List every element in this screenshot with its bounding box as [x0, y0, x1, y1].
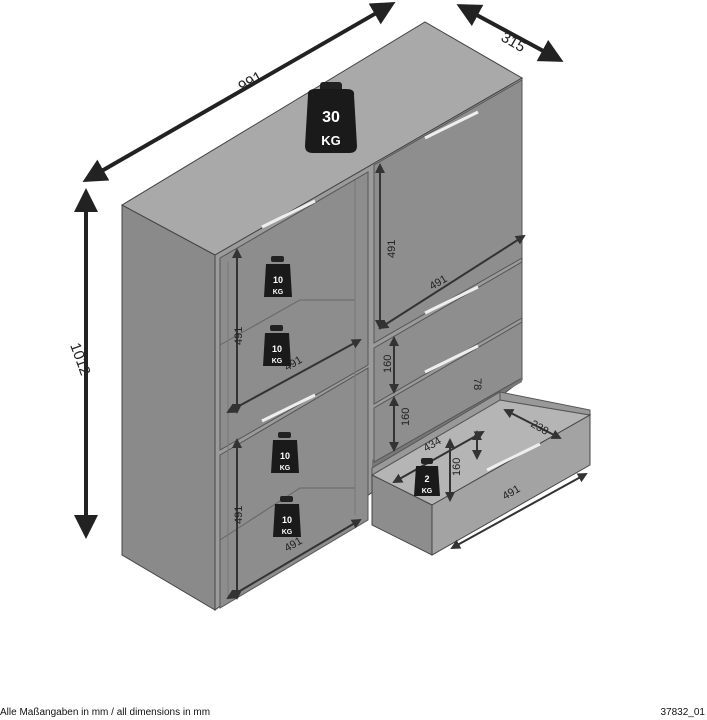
top-weight-value: 30 — [322, 109, 340, 126]
shelf-3-weight-unit: KG — [280, 465, 291, 472]
shelf-3-weight-value: 10 — [280, 451, 290, 461]
shelf-2-weight-unit: KG — [272, 358, 283, 365]
shelf-2-weight-value: 10 — [272, 344, 282, 354]
drawer-weight-value: 2 — [424, 474, 429, 484]
upper-door-height-label: 491 — [386, 240, 398, 258]
height-label: 1012 — [66, 341, 93, 378]
units-note: Alle Maßangaben in mm / all dimensions i… — [0, 707, 211, 718]
left-upper-height-label: 491 — [233, 327, 245, 345]
weight-icon-shelf-3: 10 KG — [271, 432, 299, 473]
drawing-code: 37832_01 — [660, 707, 706, 718]
drawer-weight-unit: KG — [422, 488, 433, 495]
shelf-4-weight-value: 10 — [282, 515, 292, 525]
drawer-front-height-label-b: 160 — [400, 408, 412, 426]
shelf-4-weight-unit: KG — [282, 529, 293, 536]
drawer-front-height-label-a: 160 — [382, 355, 394, 373]
weight-icon-shelf-1: 10 KG — [264, 256, 292, 297]
shelf-1-weight-unit: KG — [273, 289, 284, 296]
shelf-1-weight-value: 10 — [273, 275, 283, 285]
depth-label: 315 — [498, 29, 528, 56]
dimension-lines — [74, 2, 588, 600]
drawer-internal-height-label: 78 — [471, 378, 483, 390]
weight-icon-drawer: 2 KG — [414, 458, 440, 496]
top-weight-unit: KG — [321, 133, 341, 148]
left-lower-height-label: 491 — [233, 506, 245, 524]
weight-icon-shelf-4: 10 KG — [273, 496, 301, 537]
weight-icon-shelf-2: 10 KG — [263, 325, 291, 366]
drawer-height-label: 160 — [451, 458, 463, 476]
weight-icon-top: 30 KG — [305, 82, 357, 153]
